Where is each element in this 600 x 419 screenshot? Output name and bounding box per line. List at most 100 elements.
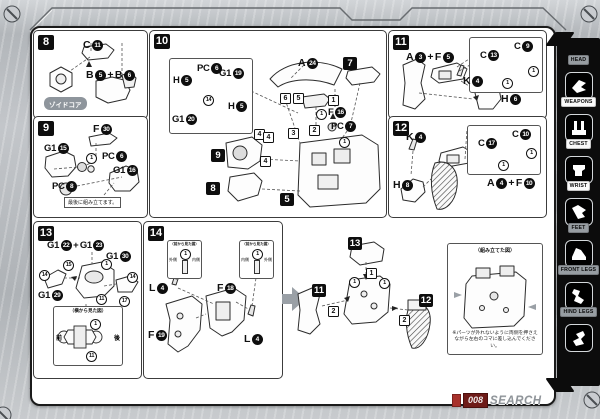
circle-marker: 1 [526, 148, 537, 159]
connector-badge: 6 [280, 93, 291, 104]
step-ref-13: 13 [348, 237, 362, 250]
step-number: 11 [393, 35, 409, 50]
zoid-core-tag: ゾイドコア [44, 97, 87, 110]
inset-title: （前から見た図） [242, 242, 271, 246]
connector-badge: 4 [263, 132, 274, 143]
step-ref-5: 5 [280, 193, 294, 206]
step-number: 14 [148, 226, 164, 241]
step-14-part-drawing [165, 265, 257, 353]
wrist-icon [564, 198, 593, 226]
assembled-view-note: ※パーツが外れないように両側を押さえ ながら左右のコマに差し込んでください。 [452, 331, 538, 349]
watermark-chip-icon [452, 394, 461, 407]
sidebar-item-wrist[interactable]: WRIST [557, 178, 600, 226]
connector-badge: 1 [328, 95, 339, 106]
sidebar-item-front-legs[interactable]: FRONT LEGS [557, 262, 600, 310]
circle-marker: 1 [101, 259, 112, 270]
side-view-inset-box: （横から見た図） 前 後 1 11 [53, 306, 123, 366]
front-label: 前 [56, 335, 63, 342]
assembled-view-drawing [454, 265, 536, 329]
circle-marker: 1 [86, 153, 97, 164]
step-number: 10 [154, 34, 170, 49]
rear-label: 後 [113, 335, 120, 342]
watermark-number: 008 [463, 393, 489, 408]
pin-drawing [182, 260, 188, 274]
front-view-inset-1: （前から見た図） 外側 内側 1 [167, 240, 202, 279]
connector-badge: 2 [309, 125, 320, 136]
connector-badge: 1 [366, 268, 377, 279]
sidebar-label[interactable]: WRIST [566, 181, 591, 191]
head-icon [564, 72, 593, 100]
sidebar-item-hind-legs[interactable]: HIND LEGS [557, 304, 600, 352]
step-number: 13 [38, 226, 54, 241]
circle-marker: 1 [502, 78, 513, 89]
sidebar-label[interactable]: HIND LEGS [560, 307, 597, 317]
sidebar-item-weapons[interactable]: WEAPONS [557, 94, 600, 142]
step-13-part-drawing [43, 252, 139, 349]
sidebar-label[interactable]: FEET [568, 223, 589, 233]
circle-marker: 1 [379, 278, 390, 289]
sidebar-item-feet[interactable]: FEET [557, 220, 600, 268]
circle-marker: 1 [252, 249, 263, 260]
step-number: 9 [38, 121, 54, 136]
circle-marker: 1 [180, 249, 191, 260]
hind-legs-icon [564, 324, 593, 352]
step-number: 8 [38, 35, 54, 50]
watermark-text: SEARCH [490, 394, 542, 407]
sidebar-label[interactable]: WEAPONS [561, 97, 596, 107]
sidebar-item-chest[interactable]: CHEST [557, 136, 600, 184]
circle-marker: 1 [339, 137, 350, 148]
connector-badge: 2 [328, 306, 339, 317]
outer-label: 外側 [264, 257, 272, 262]
step-ref-7: 7 [343, 57, 357, 70]
circle-marker: 15 [63, 260, 74, 271]
step-number: 12 [393, 121, 409, 136]
front-view-inset-2: （前から見た図） 内側 外側 1 [239, 240, 274, 279]
sidebar-item-head[interactable]: HEAD [557, 52, 600, 100]
connector-badge: 2 [399, 315, 410, 326]
circle-marker: 17 [119, 296, 130, 307]
step-ref-11: 11 [312, 284, 326, 297]
inset-title: （横から見た図） [69, 309, 107, 314]
category-sidebar: HEAD WEAPONS CHEST WRIST FEET [557, 38, 600, 386]
sidebar-label[interactable]: FRONT LEGS [557, 265, 600, 275]
sidebar-label[interactable]: CHEST [566, 139, 591, 149]
sidebar-label[interactable]: HEAD [567, 55, 590, 65]
